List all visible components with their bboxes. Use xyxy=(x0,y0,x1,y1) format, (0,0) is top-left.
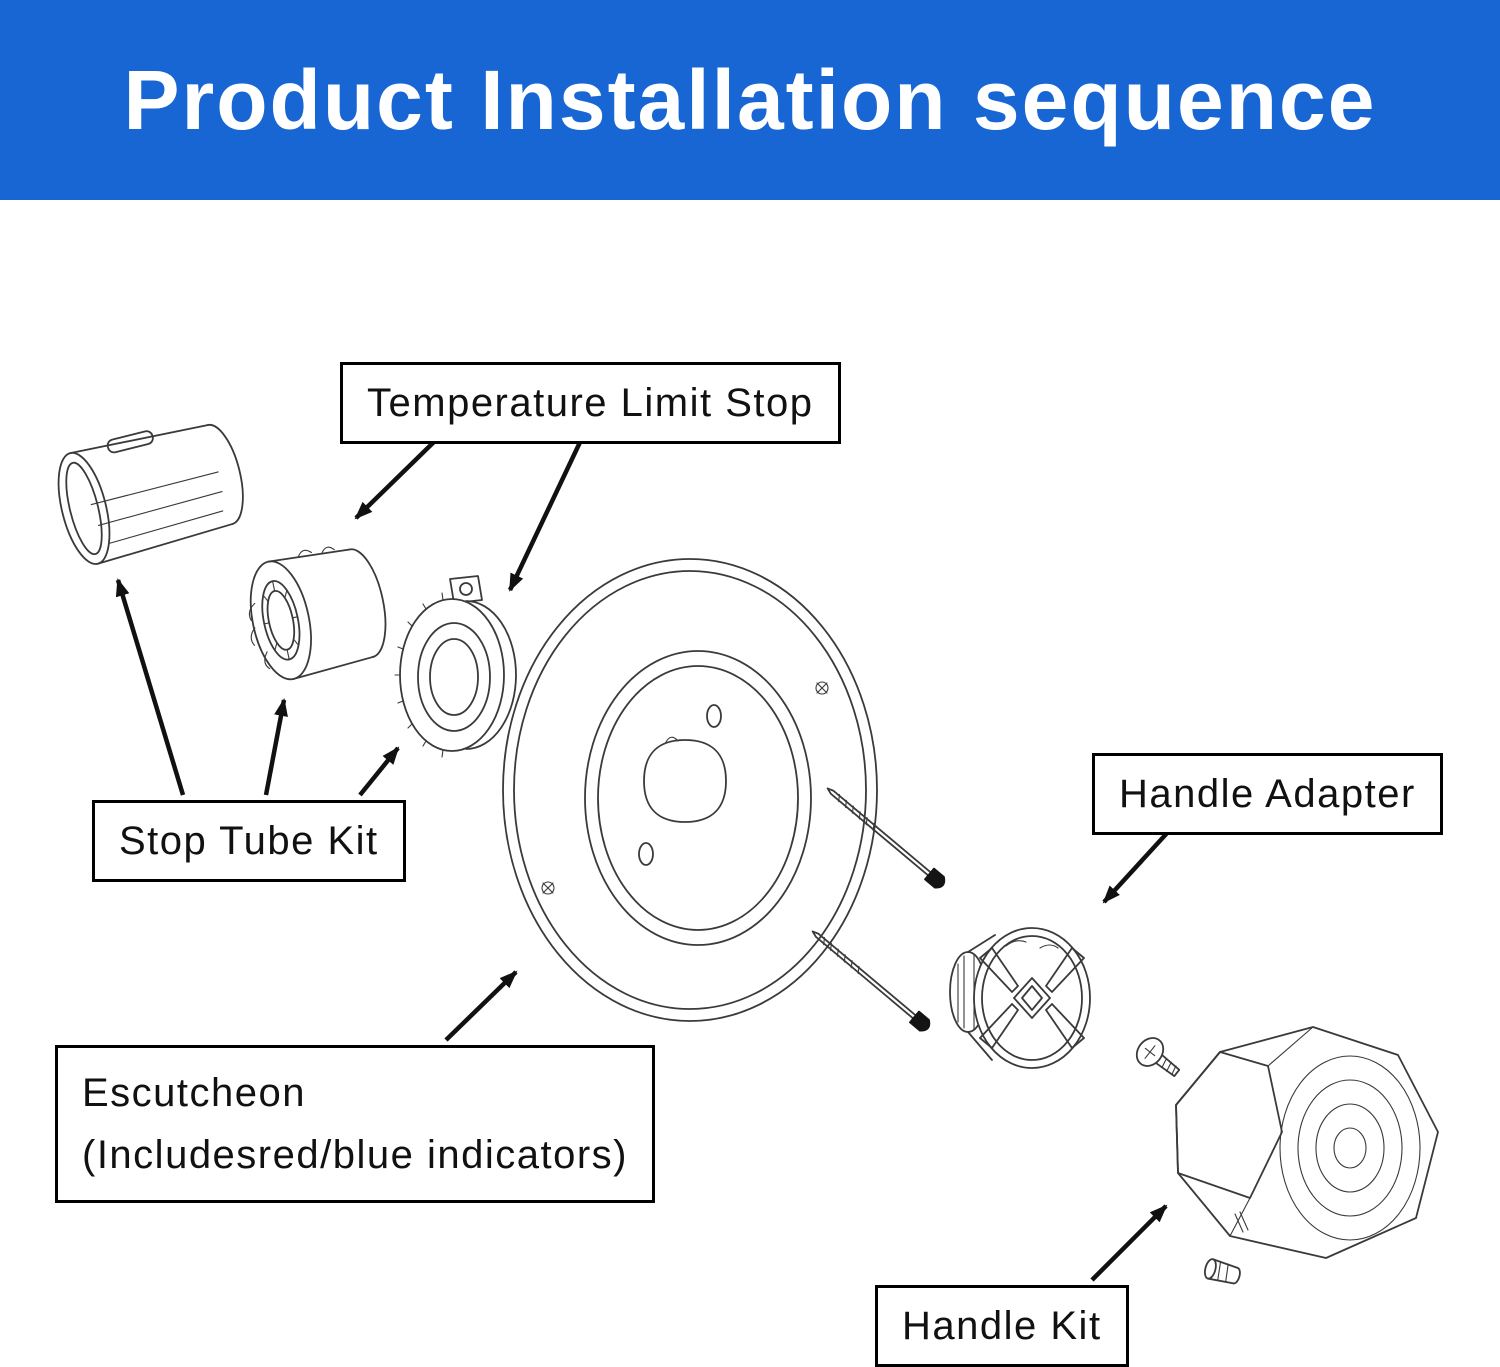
label-escutcheon-line2: (Includesred/blue indicators) xyxy=(82,1133,628,1177)
handle-kit-drawing xyxy=(1175,1026,1439,1259)
label-handle-kit: Handle Kit xyxy=(875,1285,1129,1367)
temperature-limit-stop-drawing xyxy=(394,575,517,758)
label-handle-kit-text: Handle Kit xyxy=(902,1304,1102,1348)
label-escutcheon-line1: Escutcheon xyxy=(82,1071,307,1115)
label-stop-tube-kit-text: Stop Tube Kit xyxy=(119,819,379,863)
arrow-handle-kit-label-to-handle xyxy=(1090,1204,1168,1282)
arrow-temp-limit-to-sleeve xyxy=(354,436,440,520)
splined-sleeve-drawing xyxy=(248,546,387,681)
adapter-screw-drawing xyxy=(1135,1037,1181,1077)
label-handle-adapter: Handle Adapter xyxy=(1092,753,1443,835)
arrow-escutcheon-label-to-plate xyxy=(444,970,518,1042)
mounting-screw-2-drawing xyxy=(811,930,931,1032)
page-title: Product Installation sequence xyxy=(123,52,1377,147)
label-stop-tube-kit: Stop Tube Kit xyxy=(92,800,406,882)
arrow-stop-tube-to-sleeve xyxy=(263,698,288,796)
header-banner: Product Installation sequence xyxy=(0,0,1500,200)
label-temperature-limit-stop: Temperature Limit Stop xyxy=(340,362,841,444)
label-escutcheon: Escutcheon (Includesred/blue indicators) xyxy=(55,1045,655,1203)
label-temperature-limit-stop-text: Temperature Limit Stop xyxy=(367,381,814,425)
arrow-stop-tube-to-tube xyxy=(115,578,186,796)
escutcheon-drawing xyxy=(502,558,878,1022)
stop-tube-drawing xyxy=(57,423,244,565)
arrow-stop-tube-to-ring xyxy=(358,746,400,797)
mounting-screw-1-drawing xyxy=(826,787,946,889)
arrow-temp-limit-to-ring xyxy=(507,437,585,592)
handle-set-screw-drawing xyxy=(1204,1258,1241,1285)
label-handle-adapter-text: Handle Adapter xyxy=(1119,772,1416,816)
handle-adapter-drawing xyxy=(949,927,1091,1069)
arrow-handle-adapter-label-to-part xyxy=(1102,830,1170,904)
